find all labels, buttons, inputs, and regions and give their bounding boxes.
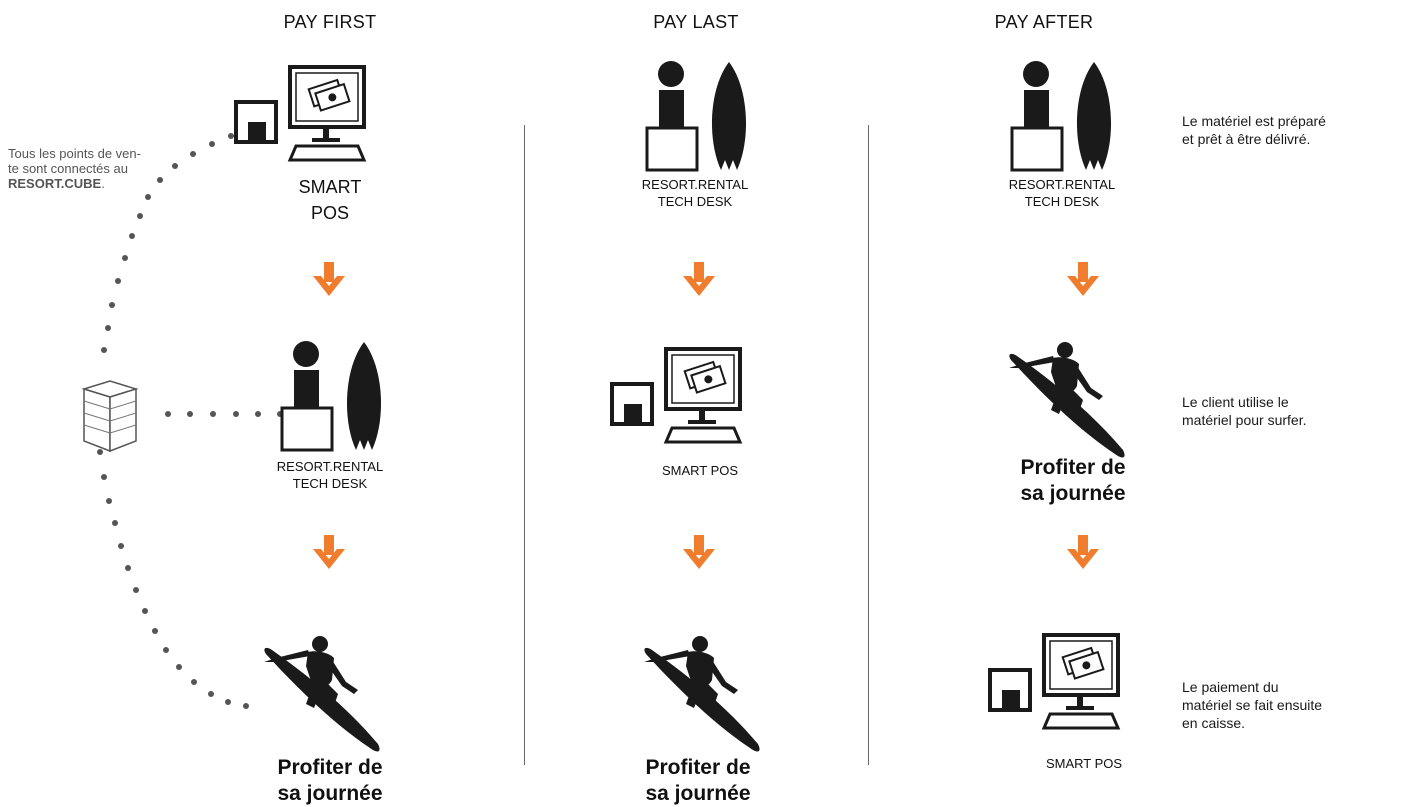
arrow-down-icon	[309, 533, 349, 573]
note-prepared-line2: et prêt à être délivré.	[1182, 131, 1311, 147]
column-divider-2	[868, 125, 869, 765]
note-surf: Le client utilise le matériel pour surfe…	[1182, 393, 1392, 429]
pos-label-after: SMART POS	[1045, 756, 1123, 771]
arrow-down-icon	[679, 533, 719, 573]
connected-note-line1: Tous les points de ven-	[8, 146, 141, 161]
note-surf-line1: Le client utilise le	[1182, 394, 1289, 410]
pos-terminal-icon	[610, 344, 760, 444]
desk-label-last-line2: TECH DESK	[657, 194, 733, 209]
enjoy-label-first: Profiter de sa journée	[230, 755, 430, 807]
desk-label-after: RESORT.RENTAL TECH DESK	[982, 176, 1142, 210]
desk-label-first-line1: RESORT.RENTAL	[276, 459, 384, 474]
connected-note-resort-cube: RESORT.CUBE	[8, 176, 102, 191]
surfer-icon	[258, 632, 388, 762]
connected-note: Tous les points de ven- te sont connecté…	[8, 146, 198, 191]
pos-terminal-icon	[988, 630, 1138, 730]
enjoy-label-last-line2: sa journée	[645, 782, 751, 805]
tech-desk-icon	[1010, 60, 1120, 175]
enjoy-label-last: Profiter de sa journée	[598, 755, 798, 807]
note-surf-line2: matériel pour surfer.	[1182, 412, 1307, 428]
pos-label-last: SMART POS	[661, 463, 739, 478]
arrow-down-icon	[1063, 260, 1103, 300]
arrow-down-icon	[1063, 533, 1103, 573]
surfer-icon	[1003, 338, 1133, 468]
desk-label-after-line1: RESORT.RENTAL	[1008, 177, 1116, 192]
desk-label-first: RESORT.RENTAL TECH DESK	[250, 458, 410, 492]
desk-label-last: RESORT.RENTAL TECH DESK	[615, 176, 775, 210]
note-payment-line2: matériel se fait ensuite	[1182, 697, 1323, 713]
surfer-icon	[638, 632, 768, 762]
enjoy-label-after: Profiter de sa journée	[983, 455, 1163, 507]
tech-desk-icon	[645, 60, 755, 175]
tech-desk-icon	[280, 340, 390, 455]
desk-label-last-line1: RESORT.RENTAL	[641, 177, 749, 192]
header-pay-last: PAY LAST	[653, 12, 739, 32]
pos-label-first: SMART POS	[270, 174, 390, 226]
enjoy-label-last-line1: Profiter de	[645, 756, 751, 779]
note-payment-line3: en caisse.	[1182, 715, 1246, 731]
desk-label-first-line2: TECH DESK	[292, 476, 368, 491]
enjoy-label-first-line1: Profiter de	[277, 756, 383, 779]
arrow-down-icon	[309, 260, 349, 300]
note-prepared: Le matériel est préparé et prêt à être d…	[1182, 112, 1392, 148]
pos-label-first-line1: SMART	[298, 177, 362, 197]
enjoy-label-after-line2: sa journée	[1020, 482, 1126, 505]
arrow-down-icon	[679, 260, 719, 300]
header-pay-first: PAY FIRST	[283, 12, 377, 32]
header-pay-after: PAY AFTER	[994, 12, 1094, 32]
pos-label-first-line2: POS	[310, 203, 349, 223]
server-cube-icon	[80, 377, 140, 457]
column-divider-1	[524, 125, 525, 765]
note-prepared-line1: Le matériel est préparé	[1182, 113, 1326, 129]
desk-label-after-line2: TECH DESK	[1024, 194, 1100, 209]
pos-terminal-icon	[234, 62, 384, 162]
enjoy-label-after-line1: Profiter de	[1020, 456, 1126, 479]
note-payment: Le paiement du matériel se fait ensuite …	[1182, 678, 1392, 732]
connected-note-line2: te sont connectés au	[8, 161, 128, 176]
enjoy-label-first-line2: sa journée	[277, 782, 383, 805]
note-payment-line1: Le paiement du	[1182, 679, 1279, 695]
